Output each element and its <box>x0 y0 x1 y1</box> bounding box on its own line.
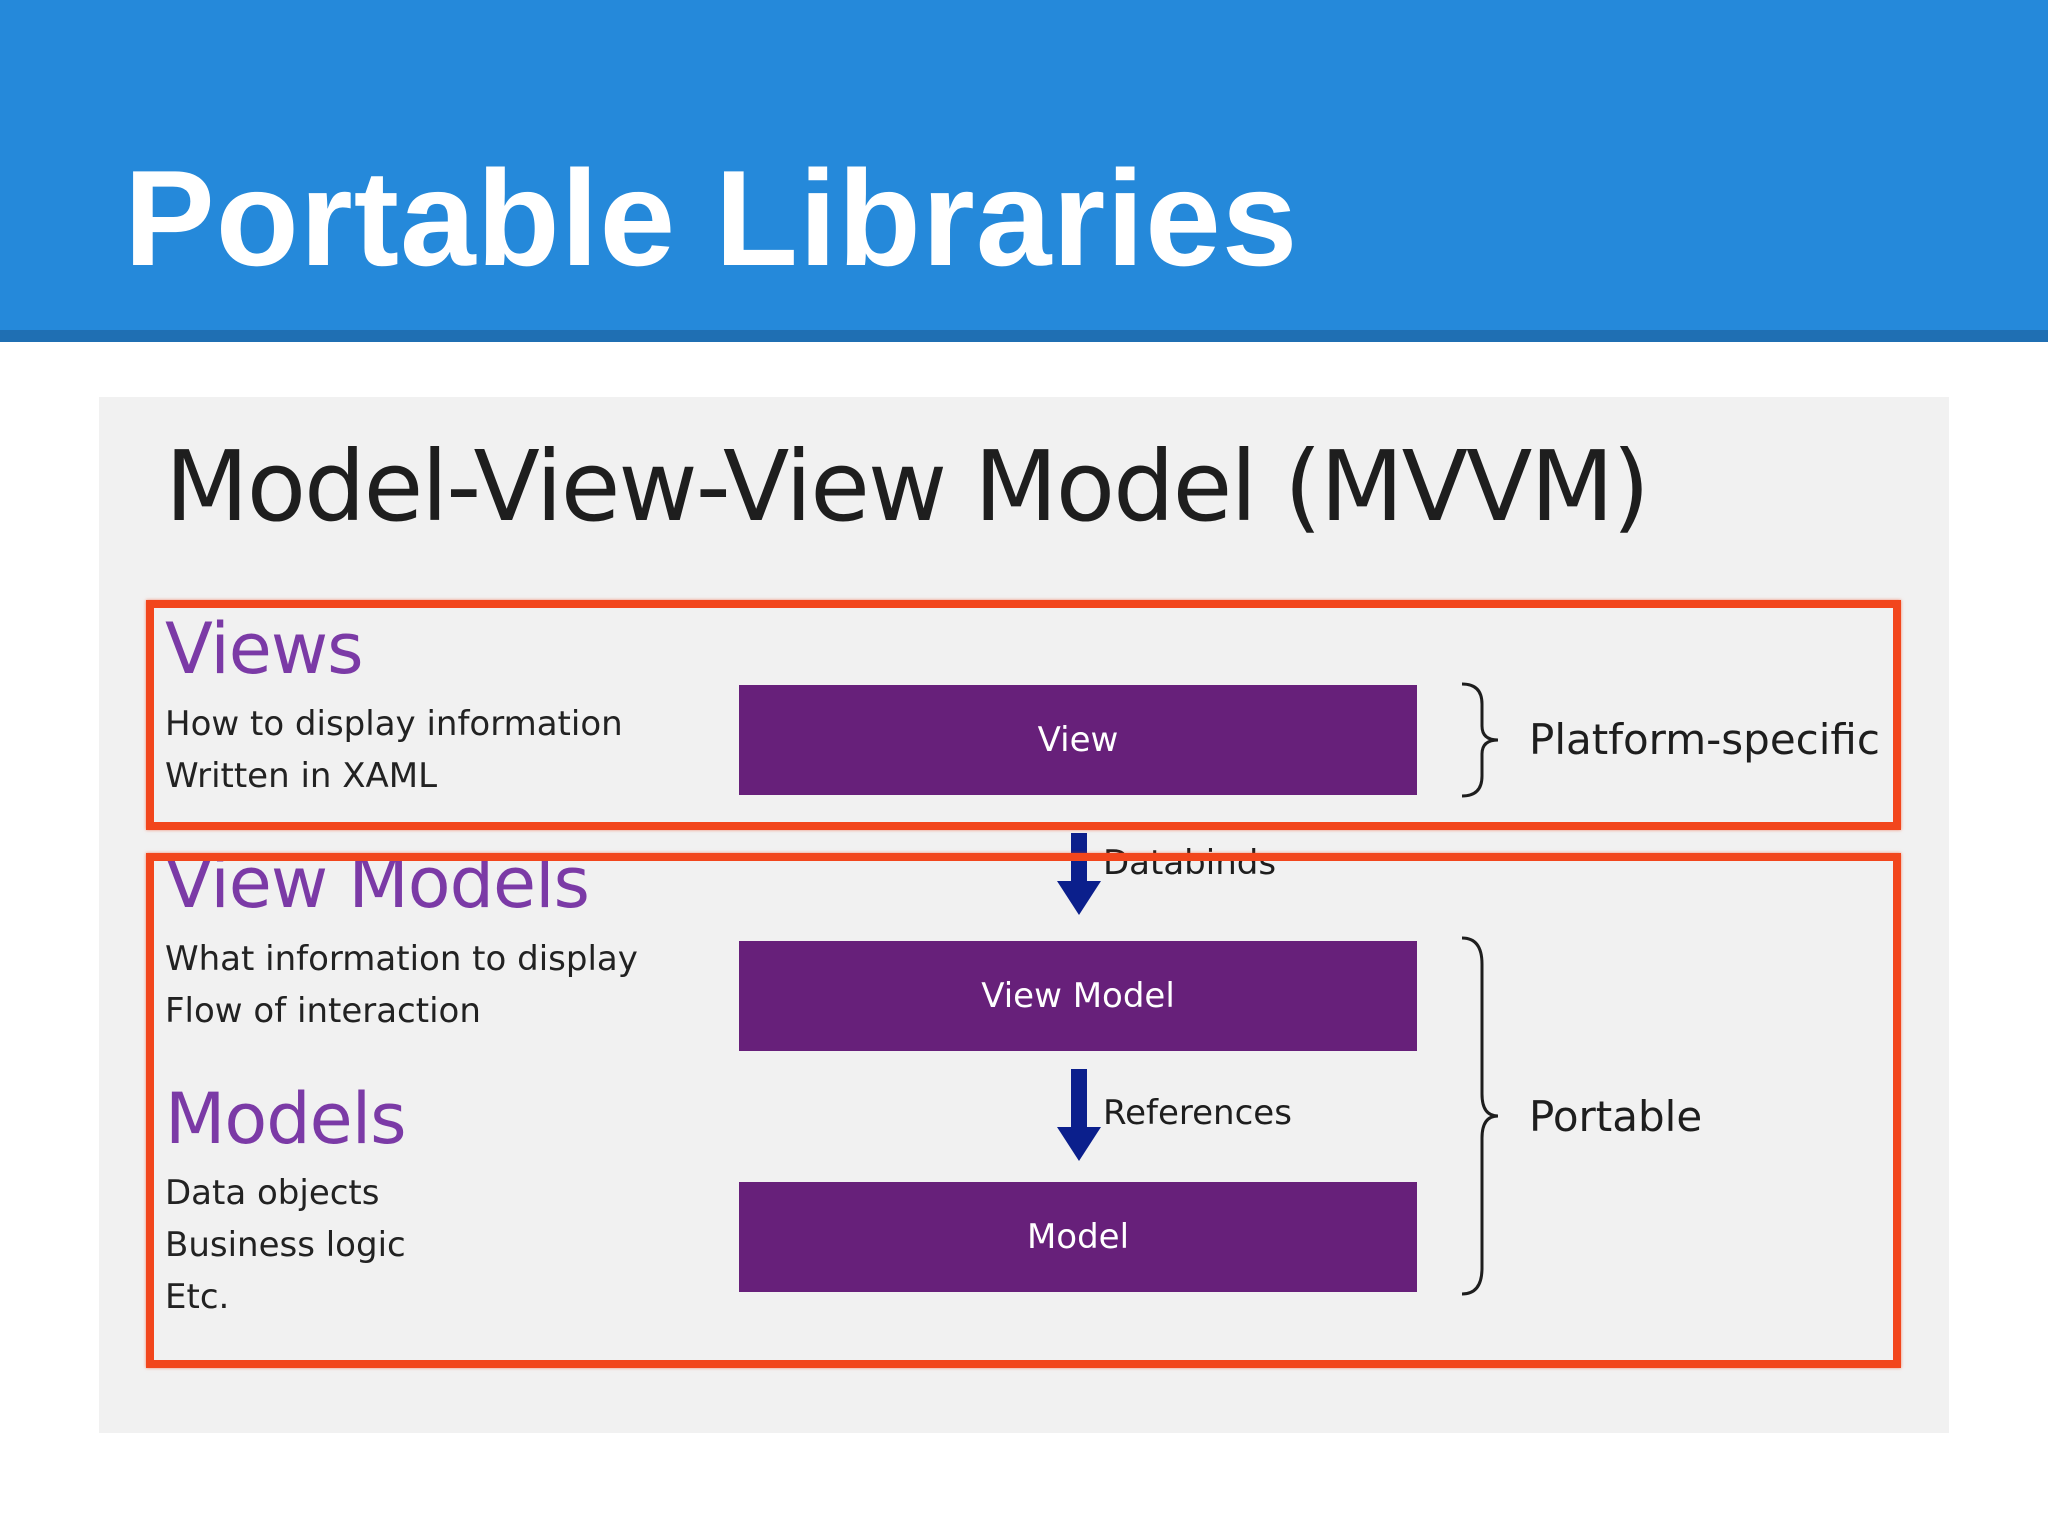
view-models-desc-line-2: Flow of interaction <box>165 991 481 1031</box>
models-desc-line-1: Data objects <box>165 1173 380 1213</box>
view-model-box: View Model <box>739 941 1417 1051</box>
portable-brace <box>1461 936 1499 1296</box>
diagram-title: Model-View-View Model (MVVM) <box>165 430 1650 543</box>
portable-label: Portable <box>1529 1092 1703 1141</box>
platform-specific-brace <box>1461 682 1499 798</box>
model-box: Model <box>739 1182 1417 1292</box>
slide-title: Portable Libraries <box>124 142 1299 294</box>
models-desc-line-2: Business logic <box>165 1225 406 1265</box>
model-box-label: Model <box>1026 1217 1130 1257</box>
views-desc-line-1: How to display information <box>165 704 623 744</box>
models-desc-line-3: Etc. <box>165 1277 230 1317</box>
platform-specific-highlight-frame <box>146 600 1901 830</box>
header-divider <box>0 330 2048 342</box>
slide-header: Portable Libraries <box>0 0 2048 336</box>
view-model-box-label: View Model <box>981 976 1175 1016</box>
views-heading: Views <box>165 608 364 690</box>
references-label: References <box>1103 1093 1292 1133</box>
mvvm-diagram-image: Model-View-View Model (MVVM) Views How t… <box>99 397 1949 1433</box>
databinds-label: Databinds <box>1103 843 1277 883</box>
references-arrow-icon <box>1057 1069 1101 1161</box>
views-desc-line-2: Written in XAML <box>165 756 438 796</box>
portable-highlight-frame <box>146 853 1901 1368</box>
view-box: View <box>739 685 1417 795</box>
view-box-label: View <box>1037 720 1119 760</box>
models-heading: Models <box>165 1078 407 1160</box>
view-models-desc-line-1: What information to display <box>165 939 638 979</box>
platform-specific-label: Platform-specific <box>1529 715 1880 764</box>
